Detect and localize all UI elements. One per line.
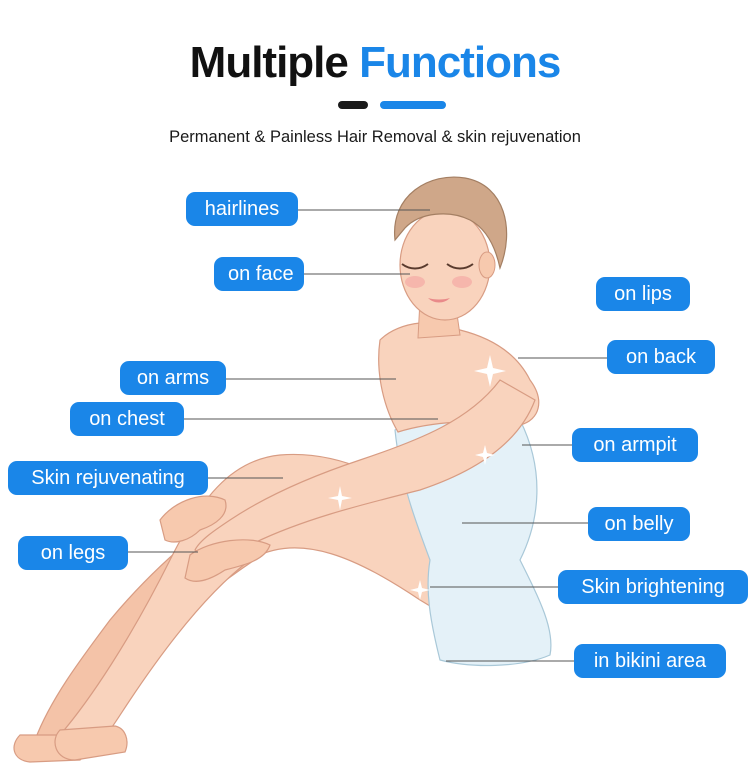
blush-right [452, 276, 472, 288]
sparkle-3 [475, 445, 495, 465]
page-subtitle: Permanent & Painless Hair Removal & skin… [169, 128, 581, 146]
arm [194, 379, 536, 557]
label-on-lips: on lips [596, 277, 690, 311]
label-on-chest: on chest [70, 402, 184, 436]
label-in-bikini-area: in bikini area [574, 644, 726, 678]
label-hairlines: hairlines [186, 192, 298, 226]
label-on-armpit: on armpit [572, 428, 698, 462]
hand-lower [184, 539, 271, 582]
sparkle-4 [410, 580, 430, 600]
label-on-face: on face [214, 257, 304, 291]
face [399, 209, 491, 321]
title-underline-dark [338, 101, 368, 109]
title-part-2: Functions [359, 38, 561, 87]
sparkle-2 [328, 486, 352, 510]
label-skin-brightening: Skin brightening [558, 570, 748, 604]
lips [428, 298, 450, 303]
eye-left [401, 263, 429, 270]
ear [478, 251, 496, 279]
foot-right [54, 725, 128, 761]
label-on-back: on back [607, 340, 715, 374]
label-skin-rejuvenating: Skin rejuvenating [8, 461, 208, 495]
blush-left [405, 276, 425, 288]
hair [394, 176, 508, 271]
page-title: Multiple Functions [0, 38, 750, 88]
leader-lines [128, 209, 607, 662]
title-underline-blue [380, 101, 446, 109]
label-on-legs: on legs [18, 536, 128, 570]
sparkles [328, 355, 506, 600]
label-on-belly: on belly [588, 507, 690, 541]
label-on-arms: on arms [120, 361, 226, 395]
sparkle-1 [474, 355, 506, 387]
title-part-1: Multiple [189, 38, 349, 87]
hand-upper [159, 495, 227, 543]
eye-right [446, 263, 474, 270]
